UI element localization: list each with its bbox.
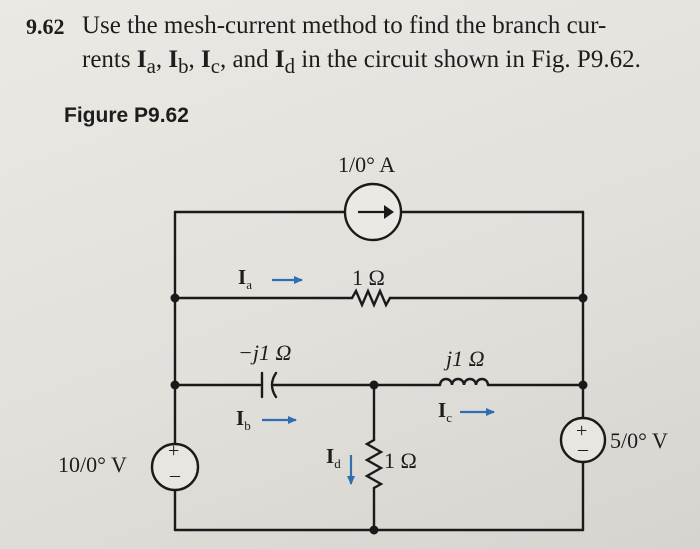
capacitor-label: −j1 Ω <box>238 340 292 365</box>
current-sym-b: I <box>168 46 179 73</box>
node-center <box>369 380 379 390</box>
voltage-source-left <box>150 442 200 492</box>
inductor-label: j1 Ω <box>446 346 485 371</box>
problem-number: 9.62 <box>26 14 65 39</box>
figure-label: Figure P9.62 <box>64 104 189 127</box>
source-right-label: 5/0° V <box>610 428 668 453</box>
node-left-cap <box>170 380 180 390</box>
branch-current-d: Id <box>326 444 341 472</box>
problem-text-sep-b: , <box>188 46 201 73</box>
branch-current-c: Ic <box>438 398 452 426</box>
problem-text-rents: rents <box>82 46 137 73</box>
branch-current-a: Ia <box>238 265 252 293</box>
source-left-plus: + <box>168 440 180 462</box>
resistor-middle-label: 1 Ω <box>384 448 417 473</box>
current-sub-d: d <box>284 54 295 78</box>
node-bottom-center <box>369 525 379 535</box>
current-sym-c: I <box>201 46 211 73</box>
branch-current-a-sub: a <box>246 277 252 293</box>
inductor <box>438 377 490 387</box>
node-left-mid <box>170 293 180 303</box>
problem-text-line1: Use the mesh-current method to find the … <box>82 12 607 39</box>
current-source-label: 1/0° A <box>338 152 396 177</box>
branch-current-b-sym: I <box>236 406 245 430</box>
branch-current-b-sub: b <box>244 418 251 434</box>
node-right-mid <box>578 293 588 303</box>
branch-current-b: Ib <box>236 406 251 434</box>
current-sym-d: I <box>274 46 285 73</box>
branch-current-a-sym: I <box>238 265 247 289</box>
node-right-ind <box>578 380 588 390</box>
current-sub-c: c <box>210 54 220 78</box>
current-sub-b: b <box>178 54 189 78</box>
problem-text-sep-c: , and <box>219 46 275 73</box>
source-left-minus: – <box>170 464 180 486</box>
source-right-plus: + <box>576 420 588 442</box>
current-source-arrow-head <box>384 205 394 219</box>
resistor-top <box>350 287 392 309</box>
branch-current-d-sub: d <box>334 456 341 472</box>
branch-current-c-sym: I <box>438 398 447 422</box>
resistor-middle <box>364 438 384 490</box>
problem-text-sep-a: , <box>155 46 169 73</box>
current-sub-a: a <box>146 54 156 78</box>
voltage-source-right <box>559 416 607 464</box>
source-left-label: 10/0° V <box>58 452 127 477</box>
problem-text-end: in the circuit shown in Fig. P9.62. <box>295 46 641 73</box>
current-sym-a: I <box>136 46 147 73</box>
problem-text-line2: rents Ia, Ib, Ic, and Id in the circuit … <box>82 46 641 79</box>
branch-current-c-sub: c <box>446 410 452 426</box>
resistor-top-label: 1 Ω <box>352 265 385 290</box>
capacitor-plate-right <box>270 371 278 399</box>
source-right-minus: – <box>578 438 588 460</box>
branch-current-d-sym: I <box>326 444 335 468</box>
